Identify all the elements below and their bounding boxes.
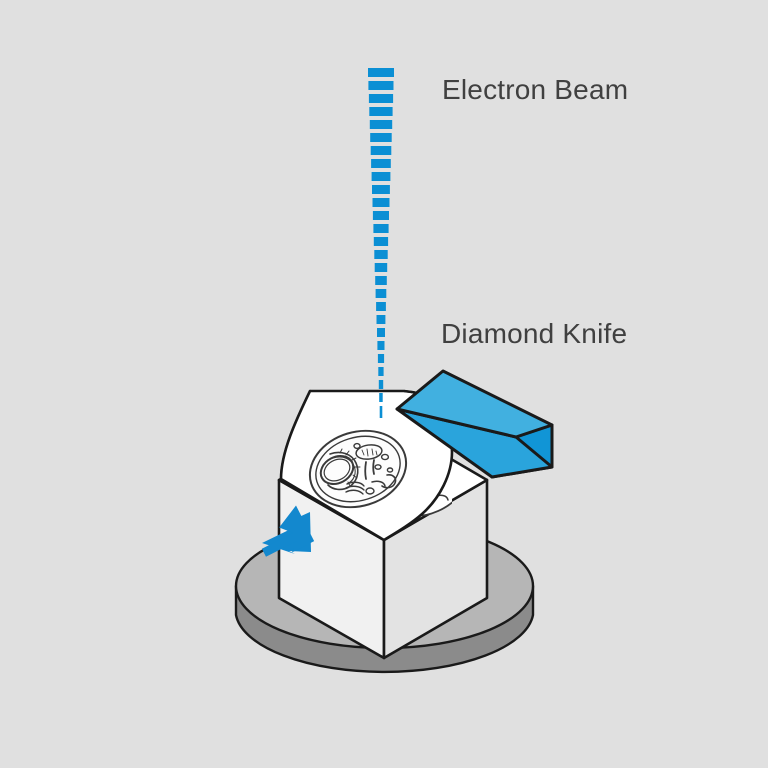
beam-dash <box>368 94 394 103</box>
cell-vesicle-2 <box>380 453 390 461</box>
beam-dash <box>372 198 390 207</box>
beam-dash <box>377 354 385 363</box>
beam-dash <box>379 393 383 402</box>
beam-dash <box>375 289 387 298</box>
beam-dash <box>374 250 388 259</box>
beam-dash <box>373 224 389 233</box>
beam-dash <box>377 341 385 350</box>
beam-dash <box>369 120 393 129</box>
cell-vesicle-4 <box>386 467 394 473</box>
cell-er-ribbon-2 <box>332 456 356 485</box>
beam-dash <box>371 159 391 168</box>
cell-cross-section-primary <box>308 429 408 509</box>
cut-direction-arrow-body <box>261 505 315 557</box>
beam-dash <box>371 172 391 181</box>
beam-dash <box>379 406 383 418</box>
cell-curved-organelle <box>381 474 397 489</box>
cell-rod-organelle-1 <box>364 461 367 480</box>
beam-dash <box>378 367 384 376</box>
beam-dash <box>374 263 388 272</box>
beam-dash <box>376 302 386 311</box>
cell-vesicle-5 <box>365 487 375 495</box>
diamond-knife-label: Diamond Knife <box>441 318 627 349</box>
beam-dash <box>372 185 390 194</box>
cell-er-ribbon-3 <box>339 448 361 487</box>
cell-vesicle-3 <box>374 464 382 470</box>
cell-cytoplasm-boundary <box>315 435 401 503</box>
beam-dash <box>373 237 389 246</box>
cell-nucleus-envelope <box>323 458 351 482</box>
beam-dash <box>369 107 393 116</box>
beam-dash <box>368 81 394 90</box>
beam-dash <box>368 68 394 77</box>
beam-dash <box>378 380 384 389</box>
knife-cutting-edge <box>396 407 517 439</box>
cell-curved-organelle-2 <box>371 480 386 487</box>
cell-vesicle-1 <box>353 442 361 450</box>
beam-dash <box>372 211 389 220</box>
cell-mitochondrion-1-cristae <box>361 448 378 457</box>
cell-rod-organelle-2 <box>372 459 375 475</box>
beam-dash <box>377 328 385 337</box>
beam-dash <box>376 315 386 324</box>
beam-dash <box>370 146 392 155</box>
cell-golgi <box>345 481 365 495</box>
cell-mitochondrion-1 <box>355 444 383 460</box>
electron-beam-label: Electron Beam <box>442 74 628 105</box>
diamond-knife <box>395 369 554 479</box>
electron-beam <box>368 68 394 418</box>
cell-endoplasmic-reticulum <box>327 451 359 491</box>
beam-dash <box>375 276 387 285</box>
beam-dash <box>370 133 392 142</box>
